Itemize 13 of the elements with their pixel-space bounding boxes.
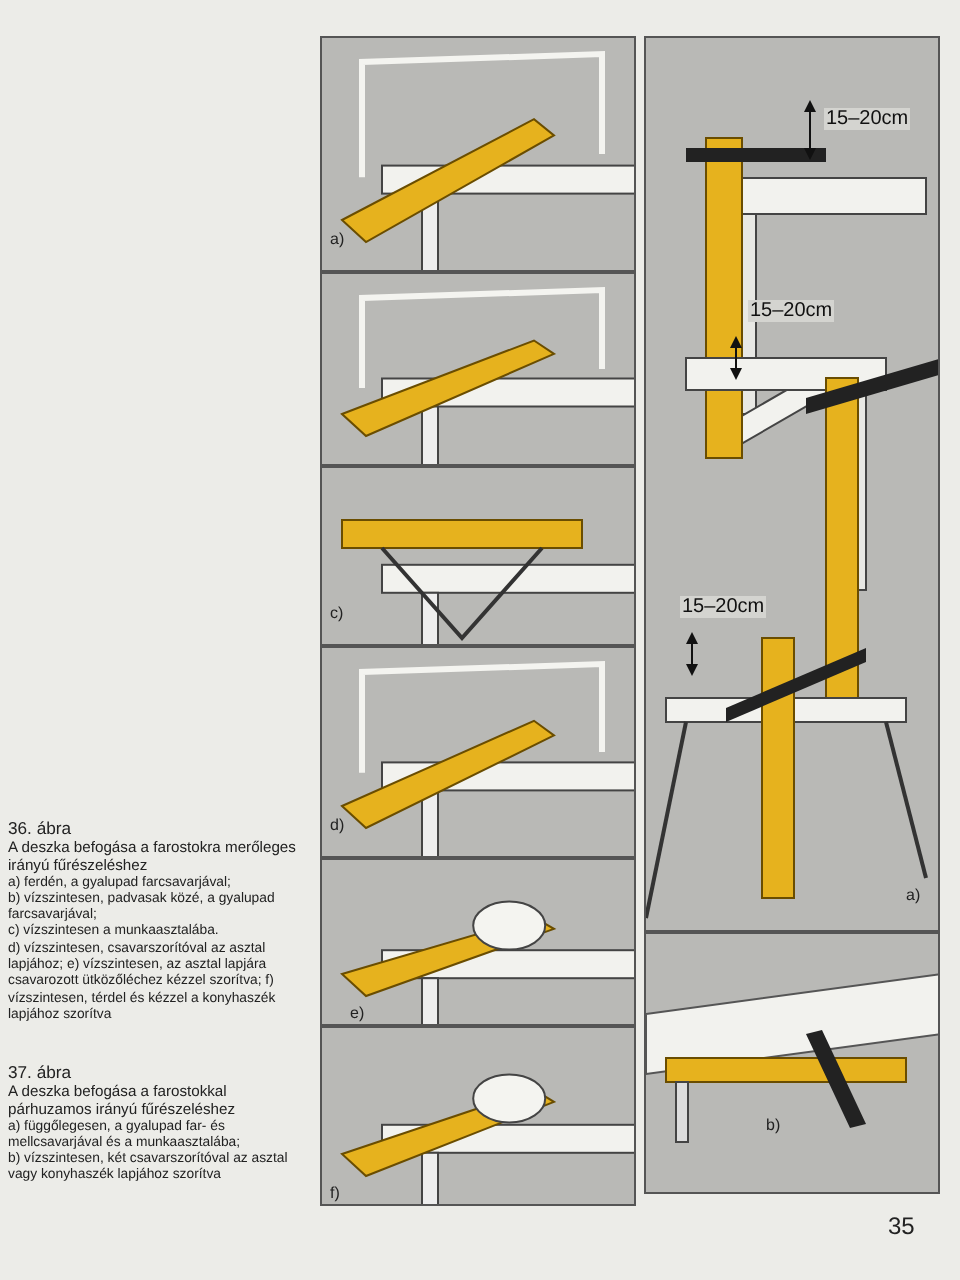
dimension-label: 15–20cm bbox=[824, 108, 911, 130]
panel-letter: f) bbox=[330, 1184, 340, 1202]
figure-number: 37. ábra bbox=[8, 1062, 74, 1083]
panel-letter: a) bbox=[330, 230, 345, 248]
dimension-label: 15–20cm bbox=[680, 596, 767, 618]
page-number: 35 bbox=[888, 1212, 915, 1240]
dimension-label: 15–20cm bbox=[748, 300, 835, 322]
panel-letter: c) bbox=[330, 604, 344, 622]
panel-letter: d) bbox=[330, 816, 345, 834]
figure-number: 36. ábra bbox=[8, 818, 74, 839]
panel-letter: a) bbox=[906, 886, 921, 904]
panel-letter: b) bbox=[766, 1116, 781, 1134]
panel-letter: e) bbox=[350, 1004, 365, 1022]
